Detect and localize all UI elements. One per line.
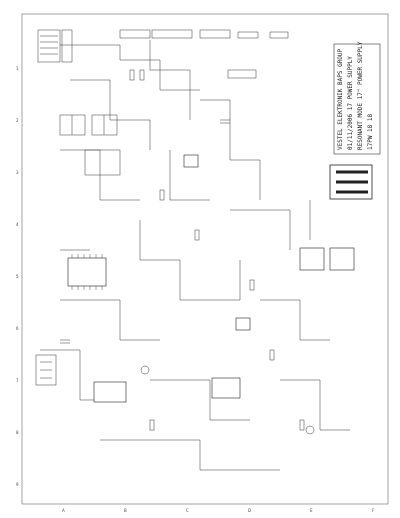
border-mark-left: 9 [16,482,19,487]
title-line-3: RESONANT MODE 17" POWER SUPPLY [357,41,364,150]
border-marks-bottom: A B C D E F [62,508,375,513]
border-mark-bottom: D [248,508,251,513]
ic-pwm [93,381,127,403]
border-mark-left: 8 [16,430,19,435]
border-mark-left: 1 [16,66,19,71]
left-connector [35,354,57,386]
border-mark-left: 2 [16,118,19,123]
sheet-frame [21,13,389,505]
border-mark-left: 7 [16,378,19,383]
title-block: VESTEL ELEKTRONIK BAPS GROUP 01/11/2006 … [333,41,381,155]
title-line-2: 01/11/2006 17 POWER SUPPLY [347,56,354,150]
border-mark-bottom: A [62,508,65,513]
border-mark-left: 6 [16,326,19,331]
border-marks-left: 1 2 3 4 5 6 7 8 9 [16,66,19,487]
border-mark-bottom: C [186,508,189,513]
cable-symbol [329,164,373,200]
border-mark-left: 3 [16,170,19,175]
ic-driver [211,377,241,399]
title-line-4: 17PW 18 18 [367,113,374,150]
border-mark-left: 4 [16,222,19,227]
ic-main-controller [67,257,107,287]
title-line-1: VESTEL ELEKTRONIK BAPS GROUP [337,48,344,150]
circuit-wiring [40,40,350,471]
border-mark-bottom: E [310,508,313,513]
ic-relay-left [299,247,325,271]
border-mark-bottom: F [372,508,375,513]
ic-pins [71,254,103,290]
aux-connector [227,69,257,79]
top-connector-row [37,29,289,63]
border-mark-left: 5 [16,274,19,279]
passive-components [60,69,315,435]
transformers [59,114,121,176]
ic-relay-right [329,247,355,271]
border-mark-bottom: B [124,508,127,513]
ic-chips [67,154,355,403]
